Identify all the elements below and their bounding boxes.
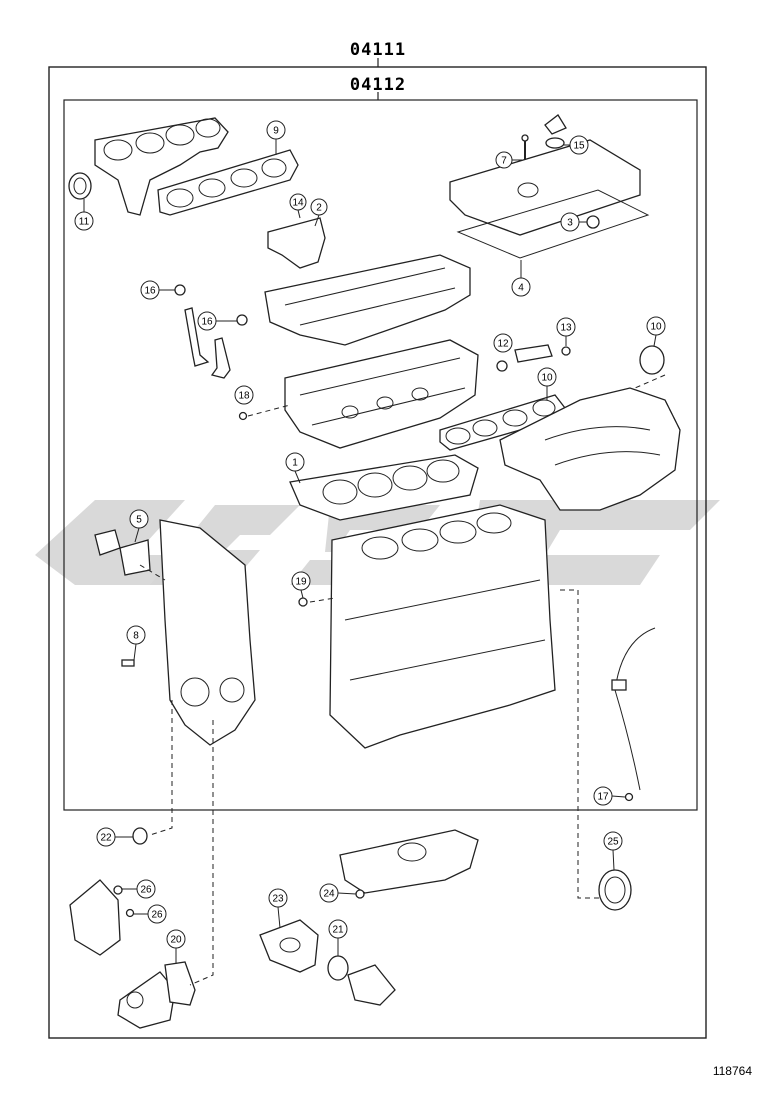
leader-lines bbox=[139, 374, 681, 986]
callout: 13 bbox=[556, 317, 576, 346]
svg-text:1: 1 bbox=[292, 458, 298, 469]
o-ring bbox=[624, 792, 634, 802]
o-ring bbox=[238, 411, 248, 421]
svg-text:23: 23 bbox=[272, 894, 284, 905]
callout: 21 bbox=[328, 919, 348, 956]
svg-text:26: 26 bbox=[140, 885, 152, 896]
exhaust-manifold bbox=[94, 117, 229, 216]
callout: 17 bbox=[593, 786, 626, 806]
valve-cover bbox=[449, 114, 641, 236]
svg-text:21: 21 bbox=[332, 925, 344, 936]
fuel-injector bbox=[496, 344, 553, 372]
svg-text:16: 16 bbox=[201, 317, 213, 328]
callout: 18 bbox=[234, 385, 254, 405]
intake-manifold bbox=[499, 387, 681, 511]
rear-oil-seal bbox=[598, 869, 632, 911]
cam-bracket bbox=[267, 217, 326, 269]
kit-inner-box bbox=[63, 99, 698, 811]
figure-reference: 118764 bbox=[713, 1064, 752, 1078]
oil-dipstick-guide bbox=[611, 627, 656, 791]
timing-chain-cover bbox=[159, 519, 256, 746]
o-ring bbox=[561, 346, 571, 356]
kit-inner-code: 04112 bbox=[350, 75, 406, 95]
o-ring bbox=[125, 908, 135, 918]
valve-stem-seal bbox=[174, 284, 186, 296]
svg-text:4: 4 bbox=[518, 283, 524, 294]
callout: 2 bbox=[310, 198, 328, 227]
water-pump bbox=[69, 879, 176, 1029]
cylinder-head bbox=[284, 339, 479, 449]
svg-text:14: 14 bbox=[292, 198, 304, 209]
svg-text:9: 9 bbox=[273, 126, 279, 137]
callout: 11 bbox=[74, 199, 94, 231]
svg-text:11: 11 bbox=[79, 217, 90, 228]
o-ring bbox=[113, 885, 123, 895]
svg-text:12: 12 bbox=[497, 339, 509, 350]
thermostat-housing bbox=[259, 919, 319, 973]
svg-text:2: 2 bbox=[316, 203, 322, 214]
kit-outer-code: 04111 bbox=[350, 40, 406, 60]
svg-text:5: 5 bbox=[136, 515, 142, 526]
svg-text:17: 17 bbox=[597, 792, 609, 803]
svg-text:7: 7 bbox=[501, 156, 507, 167]
callout: 10 bbox=[537, 367, 557, 400]
svg-text:22: 22 bbox=[100, 833, 112, 844]
svg-text:16: 16 bbox=[144, 286, 156, 297]
oil-filler-gasket bbox=[545, 137, 565, 149]
svg-text:25: 25 bbox=[607, 837, 619, 848]
callout: 19 bbox=[291, 571, 311, 599]
callout: 23 bbox=[268, 888, 288, 929]
throttle-gasket bbox=[639, 345, 665, 375]
camshaft-housing bbox=[264, 254, 471, 346]
bolt bbox=[121, 659, 135, 667]
callout: 16 bbox=[197, 311, 237, 331]
svg-text:3: 3 bbox=[567, 218, 573, 229]
callout: 4 bbox=[511, 260, 531, 297]
svg-text:24: 24 bbox=[323, 889, 335, 900]
svg-text:8: 8 bbox=[133, 631, 139, 642]
thermostat-gasket bbox=[327, 955, 349, 981]
drain-plug-gasket bbox=[355, 889, 365, 899]
callouts: 9 11 14 2 16 16 18 1 7 15 3 4 12 13 10 1… bbox=[74, 120, 666, 964]
bolt bbox=[521, 134, 529, 160]
callout: 20 bbox=[166, 929, 186, 964]
callout: 9 bbox=[266, 120, 286, 155]
svg-text:18: 18 bbox=[238, 391, 250, 402]
water-pump-gasket bbox=[164, 961, 196, 1006]
valves bbox=[184, 307, 231, 379]
callout: 25 bbox=[603, 831, 623, 871]
callout: 15 bbox=[564, 135, 589, 155]
callout: 5 bbox=[129, 509, 149, 543]
water-outlet bbox=[347, 964, 396, 1006]
svg-text:10: 10 bbox=[541, 373, 553, 384]
callout: 24 bbox=[319, 883, 357, 903]
callout: 1 bbox=[285, 452, 305, 484]
callout: 14 bbox=[289, 193, 307, 219]
valve-cover-gasket bbox=[456, 189, 650, 259]
svg-text:20: 20 bbox=[170, 935, 182, 946]
oil-pan bbox=[339, 829, 479, 894]
svg-text:10: 10 bbox=[650, 322, 662, 333]
seal-ring bbox=[132, 827, 148, 845]
callout: 22 bbox=[96, 827, 133, 847]
callout: 7 bbox=[495, 151, 522, 169]
exhaust-manifold-gasket bbox=[157, 149, 299, 216]
svg-text:19: 19 bbox=[295, 577, 307, 588]
callout: 26 bbox=[122, 879, 156, 899]
cylinder-head-gasket bbox=[289, 454, 479, 521]
seal-ring bbox=[68, 172, 92, 200]
valve-stem-seal bbox=[236, 314, 248, 326]
svg-text:13: 13 bbox=[560, 323, 572, 334]
callout: 3 bbox=[560, 212, 600, 232]
svg-text:26: 26 bbox=[151, 910, 163, 921]
cylinder-block bbox=[329, 504, 556, 749]
callout: 10 bbox=[646, 316, 666, 347]
o-ring bbox=[298, 597, 308, 607]
svg-text:15: 15 bbox=[573, 141, 585, 152]
callout: 16 bbox=[140, 280, 175, 300]
callout: 26 bbox=[134, 904, 167, 924]
callout: 12 bbox=[493, 333, 513, 353]
callout: 8 bbox=[126, 625, 146, 661]
